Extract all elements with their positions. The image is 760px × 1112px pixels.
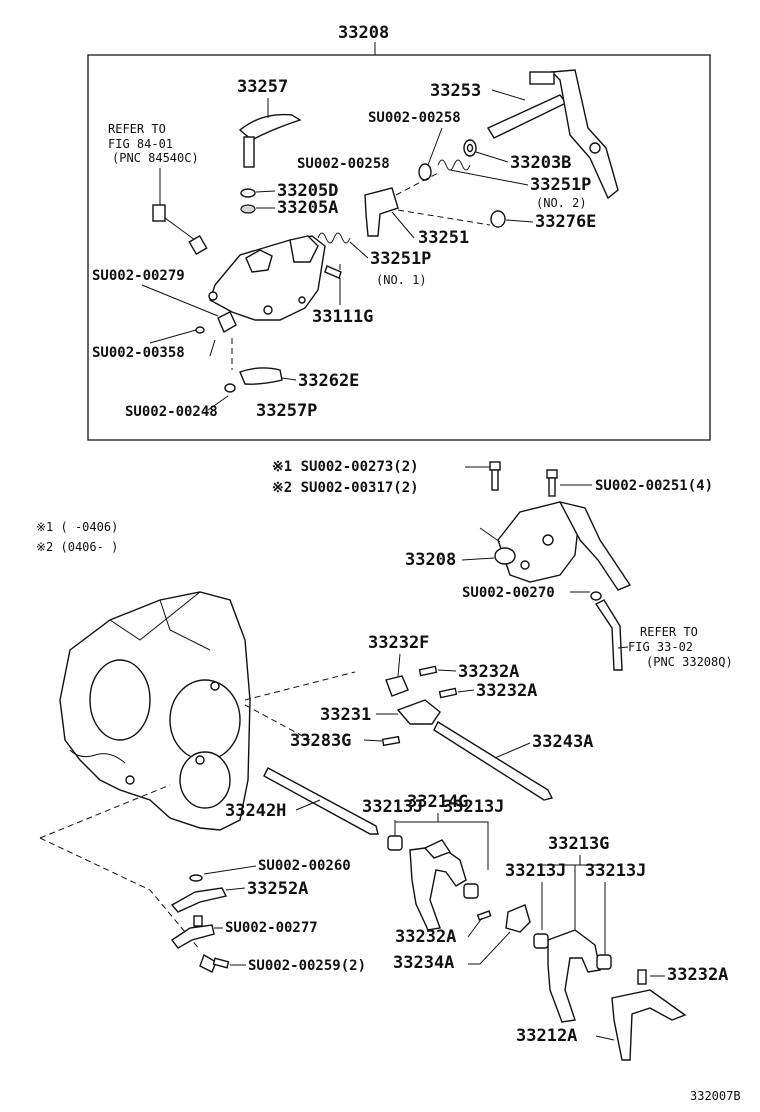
alignment-line-case (244, 671, 356, 701)
label-33251p-no2: 33251P (530, 175, 591, 195)
part-33251p-spring-no2 (437, 159, 471, 171)
label-su002-00270: SU002-00270 (462, 585, 555, 601)
part-33111g-pin (324, 265, 342, 279)
label-33203b: 33203B (510, 153, 571, 173)
part-33232a-pin-2 (438, 687, 458, 699)
part-switch-sensor (152, 204, 208, 256)
part-shift-housing (208, 235, 326, 321)
label-su002-00277: SU002-00277 (225, 920, 318, 936)
label-33251p-no1: 33251P (370, 249, 431, 269)
part-clip-260 (189, 874, 203, 882)
label-33262e: 33262E (298, 371, 359, 391)
label-33208-top: 33208 (338, 23, 389, 43)
part-33232a-pin-1 (418, 665, 438, 677)
label-33283g: 33283G (290, 731, 351, 751)
label-su002-00248: SU002-00248 (125, 404, 218, 420)
part-33232f-block (385, 675, 409, 697)
label-33213g: 33213G (548, 834, 609, 854)
part-33213j-collar-2 (463, 883, 479, 899)
label-33214g: 33214G (407, 792, 468, 812)
label-33232a-2: 33232A (476, 681, 537, 701)
alignment-line-top (395, 171, 441, 196)
label-33208-mid: 33208 (405, 550, 456, 570)
part-33213g-fork (547, 929, 601, 1023)
part-33231-head (396, 699, 441, 725)
label-33257: 33257 (237, 77, 288, 97)
label-su002-00259: SU002-00259(2) (248, 958, 366, 974)
label-33213j-1: 33213J (362, 797, 423, 817)
refer-mid-line1: REFER TO (640, 625, 698, 639)
label-33205d: 33205D (277, 181, 338, 201)
part-shift-housing-assembled (479, 500, 632, 591)
part-33251p-spring-no1 (317, 232, 351, 244)
refer-top-line2: FIG 84-01 (108, 137, 173, 151)
part-breather-hose (594, 599, 623, 671)
refer-top-line3: (PNC 84540C) (112, 151, 199, 165)
label-33232a-4: 33232A (667, 965, 728, 985)
label-33252a: 33252A (247, 879, 308, 899)
part-pin-248 (224, 383, 236, 393)
part-33257-lever (238, 113, 302, 168)
part-33205a-washer (240, 204, 256, 214)
label-33232a-3: 33232A (395, 927, 456, 947)
part-plate-277 (170, 924, 215, 949)
part-oring-270 (590, 591, 602, 601)
label-33231: 33231 (320, 705, 371, 725)
label-33276e: 33276E (535, 212, 596, 232)
label-33213j-2: 33213J (443, 797, 504, 817)
label-su002-00258-a: SU002-00258 (368, 110, 461, 126)
part-bolt-273 (489, 461, 501, 491)
label-no2: (NO. 2) (536, 196, 587, 210)
label-su002-00258-b: SU002-00258 (297, 156, 390, 172)
label-su002-00317: ※2 SU002-00317(2) (272, 480, 419, 496)
label-33213j-3: 33213J (505, 861, 566, 881)
label-33205a: 33205A (277, 198, 338, 218)
part-33262e-lever (239, 367, 283, 385)
label-33213j-4: 33213J (585, 861, 646, 881)
part-33213j-collar-1 (387, 835, 403, 851)
label-su002-00251: SU002-00251(4) (595, 478, 713, 494)
label-33234a: 33234A (393, 953, 454, 973)
refer-mid-line3: (PNC 33208Q) (646, 655, 733, 669)
label-33111g: 33111G (312, 307, 373, 327)
label-no1: (NO. 1) (376, 273, 427, 287)
label-33242h: 33242H (225, 801, 286, 821)
label-33232a-1: 33232A (458, 662, 519, 682)
part-33243a-rod (433, 721, 554, 801)
label-33257p: 33257P (256, 401, 317, 421)
label-su002-00273: ※1 SU002-00273(2) (272, 459, 419, 475)
diagram-code: 332007B (690, 1089, 741, 1103)
label-33243a: 33243A (532, 732, 593, 752)
label-33232f: 33232F (368, 633, 429, 653)
part-33253-shaft (486, 69, 619, 200)
label-su002-00358: SU002-00358 (92, 345, 185, 361)
part-33252a-plate (170, 887, 228, 913)
part-33232a-pin-4 (637, 969, 647, 985)
part-33283g-pin (381, 735, 401, 747)
refer-top-line1: REFER TO (108, 122, 166, 136)
part-33212a-fork (611, 989, 687, 1061)
part-gasket-279 (217, 311, 237, 334)
part-33205d-washer (240, 188, 256, 198)
part-bolt-259 (199, 953, 230, 973)
part-33234a-head (505, 904, 531, 933)
part-33251-selector (364, 187, 399, 237)
label-su002-00260: SU002-00260 (258, 858, 351, 874)
label-33253: 33253 (430, 81, 481, 101)
label-su002-00279: SU002-00279 (92, 268, 185, 284)
note-2: ※2 (0406- ) (36, 540, 118, 554)
label-33251: 33251 (418, 228, 469, 248)
part-33242h-rod (263, 767, 379, 835)
part-bolt-251 (546, 469, 558, 497)
part-washer-258 (418, 163, 432, 181)
note-1: ※1 ( -0406) (36, 520, 118, 534)
part-33214g-fork (409, 839, 467, 931)
part-33213j-collar-3 (596, 954, 612, 970)
label-33212a: 33212A (516, 1026, 577, 1046)
refer-mid-line2: FIG 33-02 (628, 640, 693, 654)
assembly-frame (87, 54, 711, 441)
part-transmission-case (59, 591, 251, 831)
part-33276e-seal (490, 210, 506, 228)
